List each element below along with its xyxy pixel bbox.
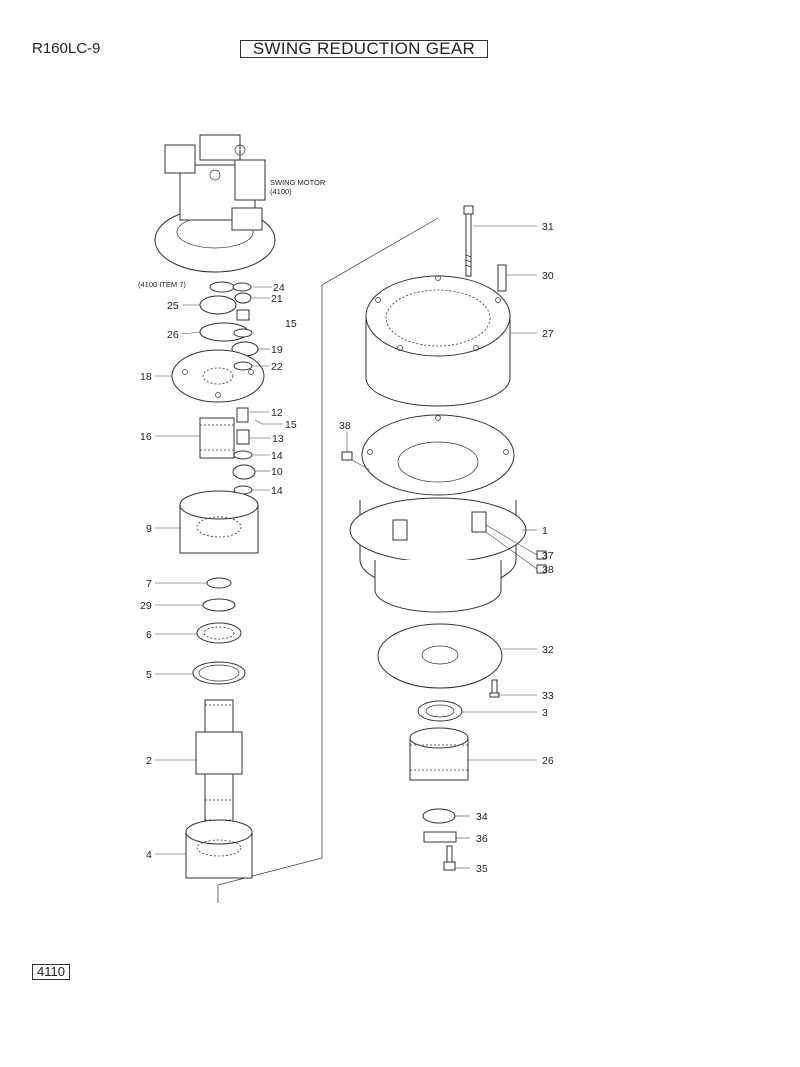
pin-15 xyxy=(254,419,263,425)
callout-3: 3 xyxy=(542,707,548,719)
bolt-33 xyxy=(489,679,500,698)
callout-13: 13 xyxy=(272,433,284,445)
swing-motor-ref: (4100) xyxy=(270,187,292,196)
callout-25: 25 xyxy=(167,300,179,312)
seal-5 xyxy=(192,661,246,685)
callout-15-mid: 15 xyxy=(285,419,297,431)
plate-34 xyxy=(422,808,456,824)
plate-7 xyxy=(206,577,232,589)
callout-4: 4 xyxy=(146,849,152,861)
callout-10: 10 xyxy=(271,466,283,478)
callout-9: 9 xyxy=(146,523,152,535)
bearing-4 xyxy=(185,819,253,879)
shaft-2 xyxy=(195,699,243,833)
bearing-10 xyxy=(232,464,256,480)
ring-22-upper xyxy=(233,328,253,338)
bolt-35 xyxy=(443,845,456,871)
callout-19: 19 xyxy=(271,344,283,356)
callout-1: 1 xyxy=(542,525,548,537)
page-title: SWING REDUCTION GEAR xyxy=(240,40,488,58)
model-code: R160LC-9 xyxy=(32,40,101,57)
callout-21: 21 xyxy=(271,293,283,305)
assembly-bracket-line xyxy=(217,217,439,903)
ring-22 xyxy=(233,361,253,371)
callout-36: 36 xyxy=(476,833,488,845)
swing-motor-part xyxy=(154,134,276,273)
callout-14-lower: 14 xyxy=(271,485,283,497)
ring-24 xyxy=(232,282,252,292)
ring-gear-27 xyxy=(365,275,511,407)
ring-4100-item7 xyxy=(209,281,235,293)
callout-30: 30 xyxy=(542,270,554,282)
ring-21 xyxy=(234,292,252,304)
pinion-26 xyxy=(409,727,469,781)
item-ref-note: (4100 ITEM 7) xyxy=(138,280,186,289)
callout-5: 5 xyxy=(146,669,152,681)
callout-24: 24 xyxy=(273,282,285,294)
housing-1 xyxy=(349,414,527,613)
callout-34: 34 xyxy=(476,811,488,823)
swing-motor-note: SWING MOTOR xyxy=(270,178,326,187)
page-code: 4110 xyxy=(32,964,70,980)
callout-37: 37 xyxy=(542,550,554,562)
callout-26-left: 26 xyxy=(167,329,179,341)
callout-29: 29 xyxy=(140,600,152,612)
callout-6: 6 xyxy=(146,629,152,641)
callout-14-upper: 14 xyxy=(271,450,283,462)
callout-35: 35 xyxy=(476,863,488,875)
callout-12: 12 xyxy=(271,407,283,419)
callout-2: 2 xyxy=(146,755,152,767)
bolt-31 xyxy=(463,205,474,277)
callout-38-upper: 38 xyxy=(339,420,351,432)
bushing-13 xyxy=(236,429,250,445)
callout-38-lower: 38 xyxy=(542,564,554,576)
callout-15-top: 15 xyxy=(285,318,297,330)
lock-plate-36 xyxy=(423,831,457,843)
pin-30 xyxy=(497,264,507,292)
seal-3 xyxy=(417,700,463,722)
washer-14-upper xyxy=(233,450,253,460)
callout-7: 7 xyxy=(146,578,152,590)
callout-32: 32 xyxy=(542,644,554,656)
callout-27: 27 xyxy=(542,328,554,340)
bearing-6 xyxy=(196,622,242,644)
gear-16 xyxy=(199,417,235,459)
part-15-top xyxy=(236,309,250,321)
carrier-9 xyxy=(179,490,259,554)
callout-22: 22 xyxy=(271,361,283,373)
plug-38-upper xyxy=(341,451,353,461)
callout-26-right: 26 xyxy=(542,755,554,767)
callout-16: 16 xyxy=(140,431,152,443)
carrier-18 xyxy=(171,349,265,403)
callout-33: 33 xyxy=(542,690,554,702)
gear-25 xyxy=(199,295,237,315)
pin-12 xyxy=(236,407,249,423)
callout-31: 31 xyxy=(542,221,554,233)
callout-18: 18 xyxy=(140,371,152,383)
ring-29 xyxy=(202,598,236,612)
cover-plate-32 xyxy=(377,623,503,689)
